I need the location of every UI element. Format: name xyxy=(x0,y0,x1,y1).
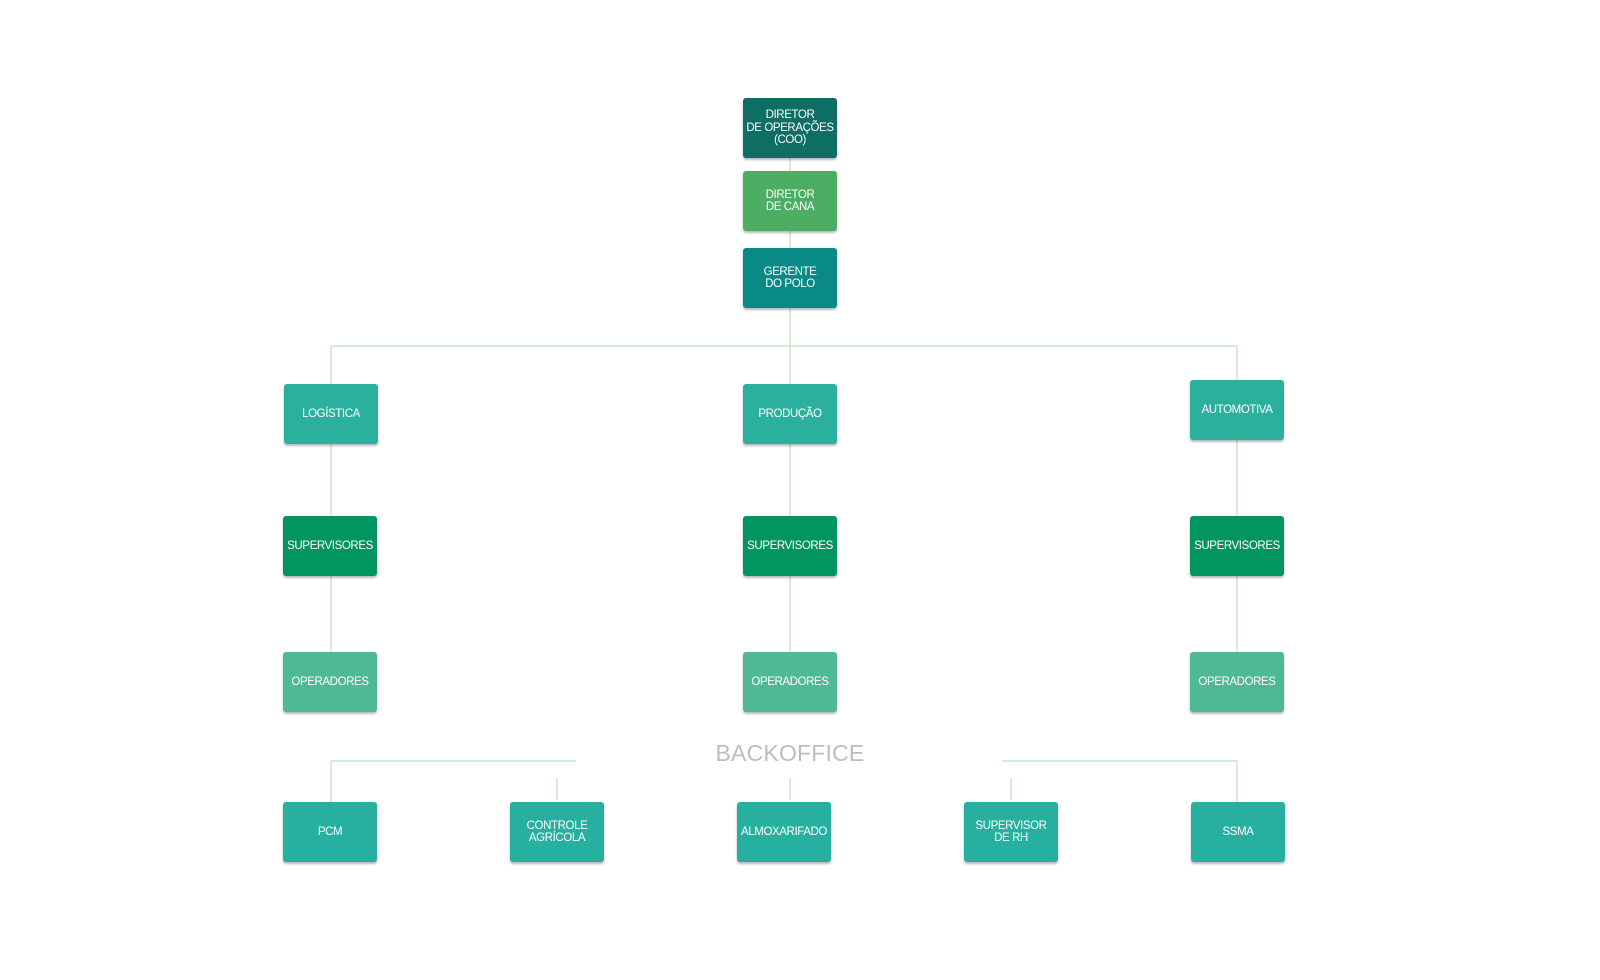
coo-box: DIRETOR DE OPERAÇÕES (COO) xyxy=(743,98,837,158)
supervisores-logistica-box: SUPERVISORES xyxy=(283,516,377,576)
supervisores-automotiva-box: SUPERVISORES xyxy=(1190,516,1284,576)
area-producao-box: PRODUÇÃO xyxy=(743,384,837,444)
backoffice-title: BACKOFFICE xyxy=(715,740,865,766)
backoffice-controle-agricola-box: CONTROLE AGRÍCOLA xyxy=(510,802,604,862)
operadores-logistica-box: OPERADORES xyxy=(283,652,377,712)
area-automotiva-box: AUTOMOTIVA xyxy=(1190,380,1284,440)
operadores-producao-box: OPERADORES xyxy=(743,652,837,712)
backoffice-pcm-box: PCM xyxy=(283,802,377,862)
area-logistica-box: LOGÍSTICA xyxy=(284,384,378,444)
backoffice-almoxarifado-box: ALMOXARIFADO xyxy=(737,802,831,862)
diretor-cana-box: DIRETOR DE CANA xyxy=(743,171,837,231)
gerente-polo-box: GERENTE DO POLO xyxy=(743,248,837,308)
supervisores-producao-box: SUPERVISORES xyxy=(743,516,837,576)
backoffice-supervisor-rh-box: SUPERVISOR DE RH xyxy=(964,802,1058,862)
backoffice-ssma-box: SSMA xyxy=(1191,802,1285,862)
operadores-automotiva-box: OPERADORES xyxy=(1190,652,1284,712)
